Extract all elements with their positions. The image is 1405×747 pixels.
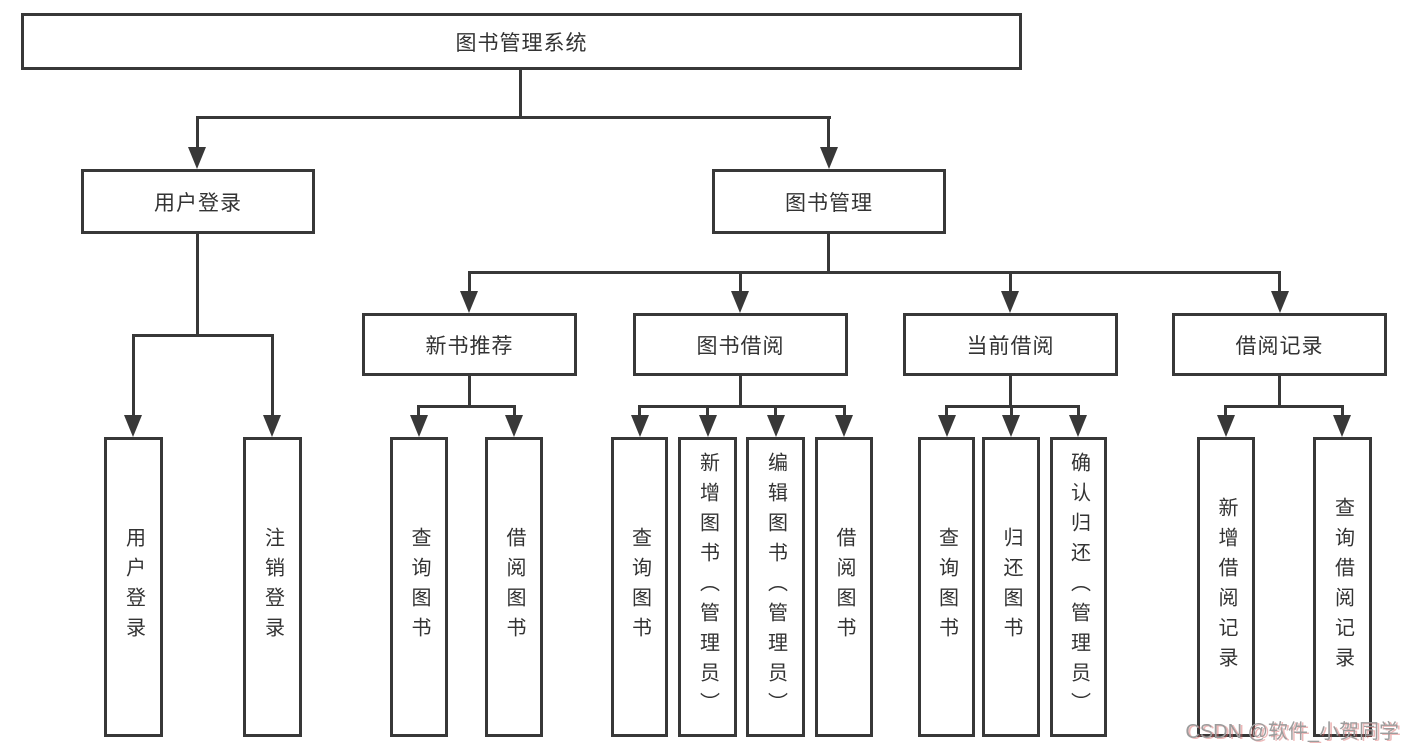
connector-line	[196, 116, 831, 119]
node-label: 图书借阅	[696, 334, 785, 358]
node-label: 注销登录	[261, 527, 284, 647]
node-book-management: 图书管理	[712, 169, 946, 234]
node-label: 新书推荐	[425, 334, 514, 358]
arrow-down-icon	[1333, 415, 1351, 437]
connector-line	[196, 233, 199, 337]
node-label: 图书管理	[785, 191, 873, 215]
arrow-down-icon	[410, 415, 428, 437]
node-user-login: 用户登录	[81, 169, 315, 234]
leaf-borrow-edit-book-admin: 编辑图书（管理员）	[746, 437, 805, 737]
arrow-down-icon	[1217, 415, 1235, 437]
connector-line	[1278, 271, 1281, 297]
arrow-down-icon	[505, 415, 523, 437]
node-new-book-recommend: 新书推荐	[362, 313, 577, 376]
connector-line	[1010, 405, 1013, 419]
node-label: 查询图书	[408, 527, 430, 647]
leaf-current-return-book: 归还图书	[982, 437, 1040, 737]
leaf-login-user-login: 用户登录	[104, 437, 163, 737]
connector-line	[843, 405, 846, 419]
arrow-down-icon	[767, 415, 785, 437]
connector-line	[827, 233, 830, 274]
node-book-borrow: 图书借阅	[633, 313, 848, 376]
connector-line	[1341, 405, 1344, 419]
arrow-down-icon	[1002, 415, 1020, 437]
connector-line	[513, 405, 516, 419]
connector-line	[638, 405, 846, 408]
node-label: 新增借阅记录	[1215, 497, 1237, 677]
connector-line	[132, 334, 135, 419]
node-label: 用户登录	[154, 191, 242, 215]
node-root-label: 图书管理系统	[455, 31, 588, 55]
connector-line	[468, 374, 471, 408]
watermark: CSDN @软件_小贺同学	[1185, 721, 1399, 743]
leaf-login-logout: 注销登录	[243, 437, 302, 737]
connector-line	[638, 405, 641, 419]
node-label: 确认归还（管理员）	[1067, 452, 1090, 722]
arrow-down-icon	[835, 415, 853, 437]
arrow-down-icon	[263, 415, 281, 437]
leaf-borrow-add-book-admin: 新增图书（管理员）	[678, 437, 737, 737]
arrow-down-icon	[631, 415, 649, 437]
leaf-recommend-borrow-book: 借阅图书	[485, 437, 543, 737]
connector-line	[196, 116, 199, 150]
connector-line	[519, 69, 522, 118]
node-root: 图书管理系统	[21, 13, 1022, 70]
connector-line	[945, 405, 948, 419]
arrow-down-icon	[188, 147, 206, 169]
node-label: 查询图书	[935, 527, 958, 647]
leaf-current-query-book: 查询图书	[918, 437, 975, 737]
connector-line	[774, 405, 777, 419]
leaf-borrow-query-book: 查询图书	[611, 437, 668, 737]
connector-line	[271, 334, 274, 419]
node-label: 用户登录	[122, 527, 145, 647]
connector-line	[739, 374, 742, 408]
leaf-records-add-record: 新增借阅记录	[1197, 437, 1255, 737]
connector-line	[417, 405, 420, 419]
connector-line	[706, 405, 709, 419]
connector-line	[1009, 374, 1012, 408]
connector-line	[1224, 405, 1344, 408]
node-label: 归还图书	[1000, 527, 1022, 647]
node-borrow-records: 借阅记录	[1172, 313, 1387, 376]
connector-line	[1224, 405, 1227, 419]
arrow-down-icon	[124, 415, 142, 437]
connector-line	[1077, 405, 1080, 419]
connector-line	[132, 334, 274, 337]
node-label: 查询借阅记录	[1331, 497, 1354, 677]
arrow-down-icon	[731, 291, 749, 313]
connector-line	[1009, 271, 1012, 297]
node-current-borrow: 当前借阅	[903, 313, 1118, 376]
connector-line	[827, 116, 830, 150]
connector-line	[417, 405, 516, 408]
node-label: 当前借阅	[966, 334, 1055, 358]
leaf-records-query-record: 查询借阅记录	[1313, 437, 1372, 737]
leaf-recommend-query-book: 查询图书	[390, 437, 448, 737]
arrow-down-icon	[1271, 291, 1289, 313]
connector-line	[468, 271, 1281, 274]
leaf-borrow-borrow-book: 借阅图书	[815, 437, 873, 737]
connector-line	[1278, 374, 1281, 408]
arrow-down-icon	[1069, 415, 1087, 437]
arrow-down-icon	[820, 147, 838, 169]
node-label: 编辑图书（管理员）	[764, 452, 787, 722]
arrow-down-icon	[460, 291, 478, 313]
connector-line	[739, 271, 742, 297]
connector-line	[468, 271, 471, 297]
arrow-down-icon	[699, 415, 717, 437]
node-label: 借阅图书	[503, 527, 525, 647]
node-label: 查询图书	[628, 527, 651, 647]
node-label: 借阅记录	[1235, 334, 1324, 358]
arrow-down-icon	[1001, 291, 1019, 313]
node-label: 新增图书（管理员）	[696, 452, 719, 722]
leaf-current-confirm-return-admin: 确认归还（管理员）	[1050, 437, 1107, 737]
node-label: 借阅图书	[833, 527, 855, 647]
arrow-down-icon	[938, 415, 956, 437]
